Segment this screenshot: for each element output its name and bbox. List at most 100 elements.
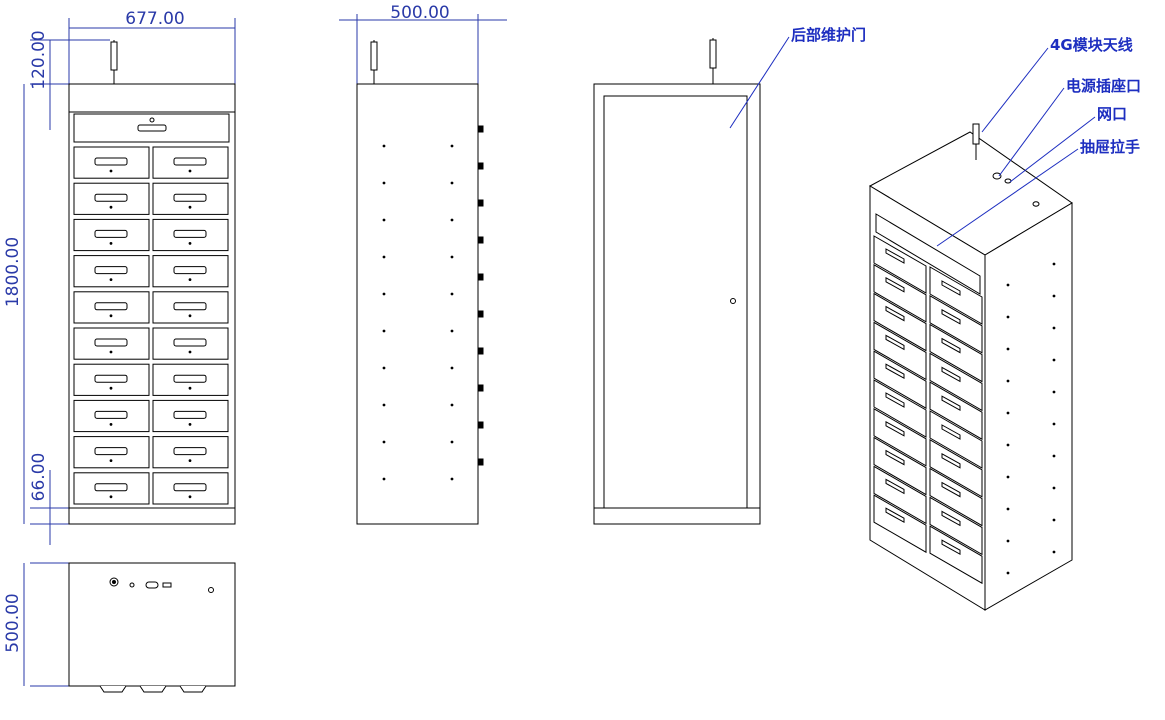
iso-rivet: [1006, 379, 1010, 383]
iso-handle: [941, 308, 961, 325]
drawer-handle: [94, 229, 128, 238]
iso-rivet: [1052, 294, 1056, 298]
network-port-icon: [162, 582, 172, 588]
drawer-handle-edge: [477, 199, 484, 207]
front-view: [68, 40, 236, 525]
drawer-handle-callout: 抽屉拉手: [1080, 138, 1140, 156]
drawer-handle-edge: [477, 162, 484, 170]
drawer-lock-dot: [188, 314, 192, 318]
drawer-handle: [94, 447, 128, 456]
drawer-lock-dot: [109, 459, 113, 463]
antenna-body: [370, 41, 378, 71]
drawer-lock-dot: [188, 350, 192, 354]
rivet: [382, 366, 386, 370]
iso-rivet: [1052, 550, 1056, 554]
iso-handle: [941, 280, 961, 296]
iso-handle: [941, 481, 961, 498]
drawer-handle-edge: [477, 273, 484, 281]
drawer-handle: [173, 338, 207, 347]
iso-rivet: [1006, 347, 1010, 351]
drawer-handle: [173, 447, 207, 456]
drawer-handle: [94, 302, 128, 311]
iso-rivet: [1006, 571, 1010, 575]
side-panel: [356, 83, 479, 525]
iso-rivet: [1052, 358, 1056, 362]
drawer-lock-dot: [109, 423, 113, 426]
drawer-lock-dot: [188, 242, 192, 245]
rivet: [382, 181, 386, 185]
drawer-lock-dot: [188, 459, 192, 463]
drawer-handle-edge: [477, 310, 484, 318]
drawer-handle-profile: [139, 685, 167, 693]
drawer-handle: [173, 266, 207, 275]
rivet: [382, 440, 386, 444]
drawer-handle: [94, 193, 128, 202]
iso-vent-hole: [1032, 201, 1040, 207]
drawer-handle-profile: [99, 685, 127, 693]
drawer-handle-edge: [477, 236, 484, 244]
side-depth-dimension: 500.00: [390, 3, 449, 23]
iso-rivet: [1052, 454, 1056, 458]
rivet: [450, 366, 454, 370]
drawer-handle: [173, 483, 207, 492]
antenna-body: [709, 39, 717, 69]
drawer-lock-dot: [109, 314, 113, 318]
drawer-lock-dot: [188, 169, 192, 173]
iso-handle: [885, 420, 905, 437]
antenna-height-dimension: 120.00: [29, 30, 49, 89]
drawer-handle: [94, 338, 128, 347]
rivet: [382, 292, 386, 296]
iso-rivet: [1052, 390, 1056, 394]
rear-maintenance-door: [603, 95, 748, 509]
iso-handle: [885, 478, 905, 495]
drawer-handle: [173, 193, 207, 202]
drawer-handle: [94, 266, 128, 275]
rivet: [382, 218, 386, 222]
iso-rivet: [1006, 475, 1010, 479]
iso-handle: [941, 510, 961, 527]
rear-door-callout: 后部维护门: [791, 26, 866, 44]
top-view: [68, 562, 236, 693]
top-plan-outline: [68, 562, 236, 687]
rivet: [450, 403, 454, 407]
drawer-handle: [173, 410, 207, 419]
drawer-handle-edge: [477, 125, 484, 133]
rivet: [450, 292, 454, 296]
iso-handle: [941, 539, 961, 556]
rivet: [382, 255, 386, 259]
iso-handle: [885, 363, 905, 380]
drawer-handle: [94, 157, 128, 166]
iso-rivet: [1006, 507, 1010, 511]
drawer-lock-dot: [109, 350, 113, 354]
drawer-handle-edge: [477, 458, 484, 466]
leader-line: [729, 36, 790, 129]
iso-side-face: [984, 202, 1073, 611]
iso-top-drawer: [875, 213, 981, 295]
iso-handle: [885, 248, 905, 264]
dimension-lines: [23, 14, 507, 687]
drawer-lock-dot: [109, 169, 113, 173]
small-hole: [129, 582, 135, 588]
rivet: [450, 329, 454, 333]
iso-rivet: [1006, 315, 1010, 319]
iso-rivet: [1006, 283, 1010, 287]
lock-icon: [149, 117, 155, 123]
iso-rivet: [1052, 326, 1056, 330]
drawer-handle: [173, 157, 207, 166]
iso-rivet: [1052, 518, 1056, 522]
plinth: [68, 507, 236, 525]
door-lock-icon: [730, 298, 736, 304]
drawer-handle-edge: [477, 347, 484, 355]
iso-handle: [885, 392, 905, 408]
iso-rivet: [1006, 411, 1010, 415]
iso-handle: [941, 395, 961, 412]
drawer-lock-dot: [109, 242, 113, 245]
drawer-handle-edge: [477, 421, 484, 429]
drawer-lock-dot: [188, 495, 192, 499]
drawer-handle: [94, 410, 128, 419]
drawer-lock-dot: [109, 386, 113, 390]
power-socket-callout: 电源插座口: [1066, 77, 1141, 95]
drawer-lock-dot: [188, 205, 192, 209]
rivet: [450, 181, 454, 185]
